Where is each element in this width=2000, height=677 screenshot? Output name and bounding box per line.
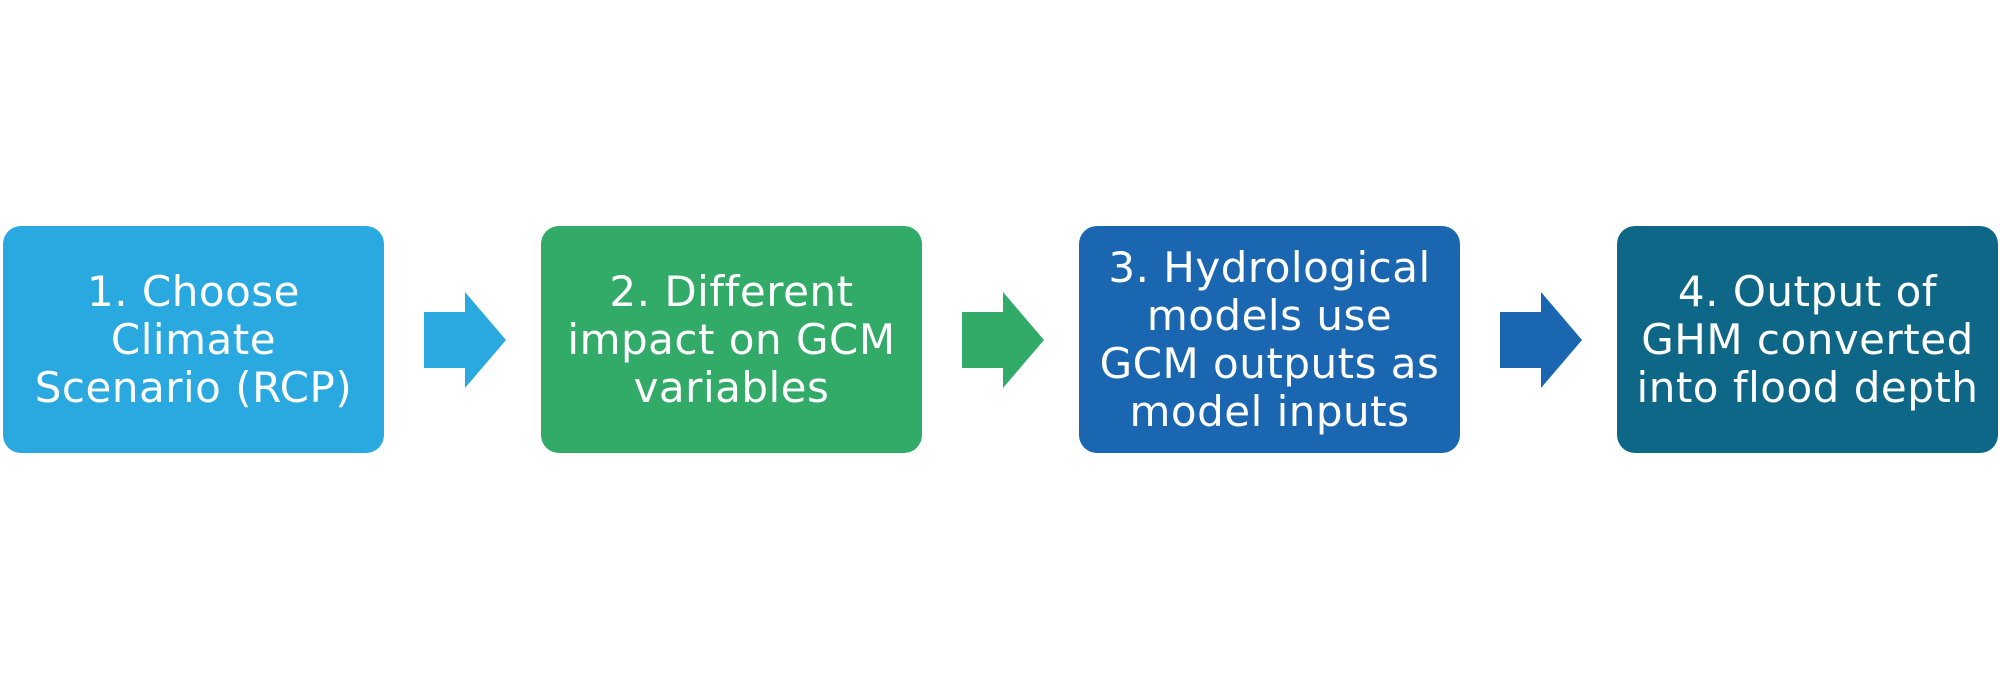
- step-4-label: 4. Output of GHM converted into flood de…: [1636, 266, 1979, 412]
- step-3-label: 3. Hydrological models use GCM outputs a…: [1099, 242, 1440, 436]
- step-2-box: 2. Different impact on GCM variables: [541, 226, 922, 453]
- right-arrow-icon: [424, 292, 506, 388]
- arrow-2-right-arrow-icon: [962, 292, 1044, 388]
- right-arrow-icon: [1500, 292, 1582, 388]
- arrow-1-right-arrow-icon: [424, 292, 506, 388]
- step-1-box: 1. Choose Climate Scenario (RCP): [3, 226, 384, 453]
- arrow-3-right-arrow-icon: [1500, 292, 1582, 388]
- step-2-label: 2. Different impact on GCM variables: [567, 266, 896, 412]
- step-1-label: 1. Choose Climate Scenario (RCP): [34, 266, 353, 412]
- right-arrow-icon: [962, 292, 1044, 388]
- step-3-box: 3. Hydrological models use GCM outputs a…: [1079, 226, 1460, 453]
- step-4-box: 4. Output of GHM converted into flood de…: [1617, 226, 1998, 453]
